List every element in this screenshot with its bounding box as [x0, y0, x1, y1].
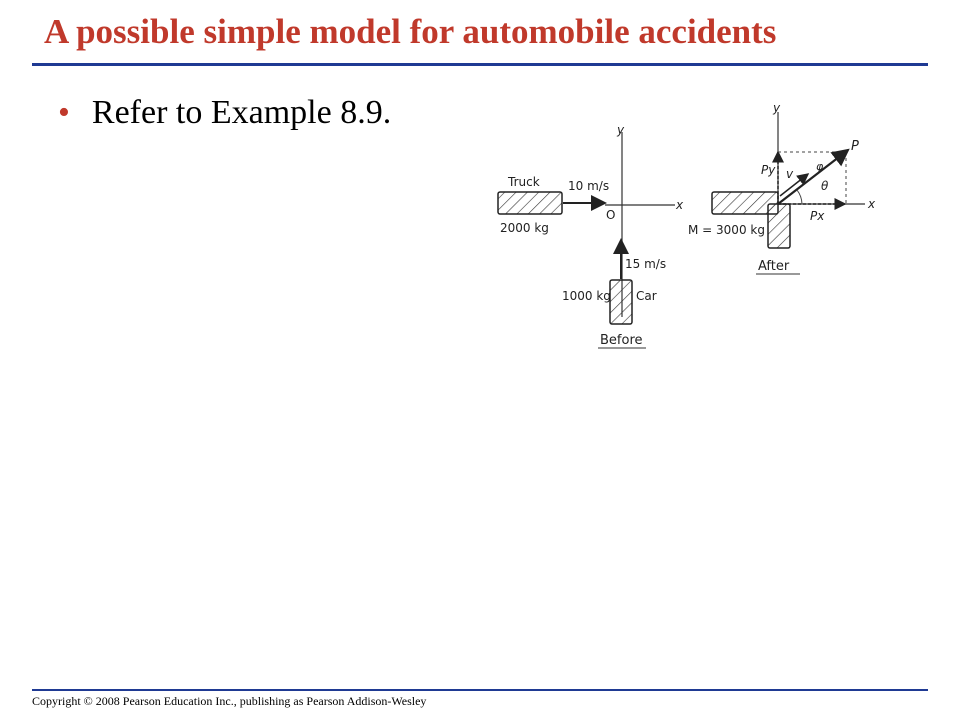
car-speed: 15 m/s: [625, 257, 666, 271]
car-label: Car: [636, 289, 657, 303]
title-divider: [32, 63, 928, 66]
after-panel: y x P v Py Px θ φ M = 3000 kg After: [688, 101, 876, 275]
px-label: Px: [810, 209, 825, 223]
before-caption: Before: [600, 333, 643, 348]
copyright-notice: Copyright © 2008 Pearson Education Inc.,…: [32, 694, 427, 708]
py-label: Py: [761, 163, 776, 177]
momentum-vector-arrow: [777, 148, 850, 205]
collision-diagram: y x O Truck 2000 kg 10 m/s 15 m/s 1000 k…: [480, 92, 900, 362]
before-x-label: x: [675, 198, 684, 212]
theta-arc: [796, 189, 803, 205]
before-y-label: y: [616, 123, 625, 137]
bullet-item: • Refer to Example 8.9.: [58, 94, 391, 132]
slide-title: A possible simple model for automobile a…: [44, 12, 777, 51]
phi-label: φ: [816, 160, 824, 173]
truck-block: [497, 191, 563, 215]
truck-mass: 2000 kg: [500, 221, 549, 235]
after-y-label: y: [772, 101, 781, 115]
wreck-car-block: [767, 203, 791, 249]
bullet-text: Refer to Example 8.9.: [91, 94, 392, 131]
truck-label: Truck: [507, 175, 540, 189]
footer-divider: [32, 689, 928, 691]
bullet-glyph: •: [58, 94, 70, 131]
after-caption: After: [758, 259, 790, 274]
car-block: [609, 279, 633, 325]
origin-label: O: [606, 208, 615, 222]
velocity-vector-arrow: [779, 173, 810, 197]
p-label: P: [851, 139, 859, 154]
theta-label: θ: [821, 179, 829, 193]
v-label: v: [786, 167, 794, 181]
combined-mass-label: M = 3000 kg: [688, 223, 765, 237]
car-mass: 1000 kg: [562, 289, 611, 303]
before-panel: y x O Truck 2000 kg 10 m/s 15 m/s 1000 k…: [497, 123, 684, 349]
truck-speed: 10 m/s: [568, 179, 609, 193]
after-x-label: x: [867, 197, 876, 211]
